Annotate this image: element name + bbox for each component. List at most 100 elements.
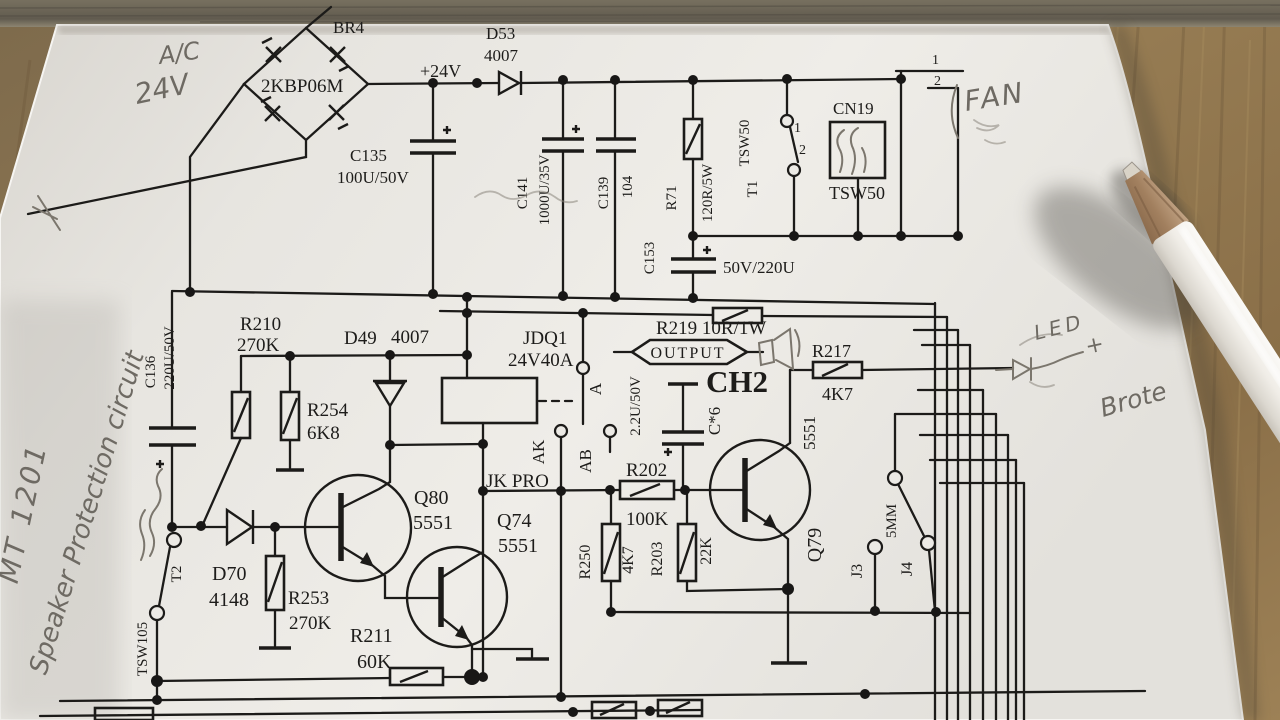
c139-ref: C139: [596, 177, 612, 210]
pencil-wood-cone: [1125, 169, 1189, 245]
c136-value: 220U/50V: [162, 326, 178, 390]
capacitor-c139: C139 104: [596, 137, 636, 210]
resistor-r219: R219 10R/1W: [656, 306, 766, 339]
c135-ref: C135: [350, 146, 387, 165]
d53-ref: D53: [486, 24, 515, 43]
c135-value: 100U/50V: [337, 168, 410, 187]
smudge-under-bridge: [474, 190, 578, 204]
r217-value: 4K7: [822, 384, 853, 404]
d49-part: 4007: [391, 327, 429, 348]
contact-ak-label: AK: [529, 439, 548, 464]
q74-ref: Q74: [497, 510, 531, 532]
r202-value: 100K: [626, 509, 669, 530]
r250-value: 4K7: [620, 546, 637, 574]
t2-part: TSW105: [135, 622, 151, 676]
capacitor-c135: C135 100U/50V: [337, 126, 456, 187]
resistor-r250: R250 4K7: [577, 522, 637, 583]
d70-part: 4148: [209, 589, 249, 611]
capacitor-c153: C153 50V/220U: [642, 242, 795, 277]
transistor-q74: Q74 5551: [405, 510, 549, 679]
d49-ref: D49: [344, 328, 377, 349]
q74-part: 5551: [498, 535, 538, 557]
r71-ref: R71: [664, 185, 680, 210]
diode-d49: D49 4007: [344, 327, 429, 409]
led-plus-note: +: [1083, 332, 1106, 360]
bottom-edge-components: [93, 698, 704, 720]
ch2-label: CH2: [706, 364, 768, 399]
output-flag: OUTPUT: [629, 338, 750, 366]
jk-pro-label: JK PRO: [486, 471, 549, 492]
t1-ref: T1: [745, 181, 761, 198]
c141-value: 1000U/35V: [537, 154, 553, 225]
resistor-r71: R71 120R/5W: [664, 117, 716, 222]
pencil-slash-marks: [32, 195, 61, 231]
br4-ref: BR4: [333, 18, 365, 37]
speaker-doodle: [757, 327, 801, 371]
fan-pin1: 1: [932, 53, 939, 68]
r202-ref: R202: [626, 460, 667, 481]
r71-value: 120R/5W: [700, 163, 716, 222]
q80-ref: Q80: [414, 487, 448, 509]
r210-ref: R210: [240, 314, 281, 335]
pencil-body: [1153, 221, 1280, 484]
r203-ref: R203: [649, 542, 666, 577]
q79-ref: Q79: [804, 528, 826, 562]
ac-note: A/C: [155, 36, 202, 70]
diode-d53: D53 4007: [484, 24, 523, 97]
j4-value: 5MM: [884, 504, 900, 538]
c153-value: 50V/220U: [723, 258, 795, 277]
cn19-part: TSW50: [829, 183, 885, 203]
connector-cn19: CN19 TSW50: [828, 99, 887, 203]
paper-sheet: [0, 24, 1260, 720]
r203-value: 22K: [698, 537, 715, 565]
t1-pin2: 2: [799, 143, 806, 158]
r254-ref: R254: [307, 400, 349, 421]
r253-ref: R253: [288, 588, 329, 609]
c136-ref: C136: [143, 355, 159, 388]
br4-part: 2KBP06M: [261, 76, 343, 97]
jumper-j4: J4 5MM: [884, 469, 937, 576]
fan-connector-pins: 1 2: [932, 53, 941, 89]
switch-t2: T2 TSW105: [135, 531, 185, 676]
resistor-r203: R203 22K: [649, 522, 715, 583]
r211-value: 60K: [357, 651, 392, 673]
d70-ref: D70: [212, 563, 246, 585]
script-scribble: [139, 468, 163, 561]
c139-value: 104: [620, 175, 636, 198]
contact-a-label: A: [586, 382, 605, 395]
r254-value: 6K8: [307, 423, 340, 444]
resistor-r210: R210 270K: [230, 314, 281, 440]
cn19-ref: CN19: [833, 99, 874, 118]
j3-ref: J3: [849, 564, 866, 578]
resistor-r211: R211 60K: [350, 625, 445, 687]
c6-value: 2.2U/50V: [628, 376, 644, 436]
r211-ref: R211: [350, 625, 393, 647]
q79-part: 5551: [800, 416, 819, 450]
contact-ab-label: AB: [576, 449, 595, 473]
diode-d70: D70 4148: [209, 507, 255, 611]
fan-bracket-mark: [950, 84, 959, 139]
c153-ref: C153: [642, 242, 658, 275]
fan-pin2: 2: [934, 74, 941, 89]
t1-part: TSW50: [737, 120, 753, 167]
resistor-r217: R217 4K7: [811, 341, 864, 404]
j4-ref: J4: [899, 562, 916, 576]
transistor-q79: 5551 Q79: [708, 416, 826, 665]
r217-ref: R217: [812, 341, 851, 361]
relay-jdq1: JDQ1 24V40A A AK AB: [440, 328, 618, 473]
r219-label: R219 10R/1W: [656, 318, 766, 339]
resistor-r253: R253 270K: [264, 554, 332, 634]
pencil: [1034, 161, 1280, 484]
r210-value: 270K: [237, 335, 280, 356]
junction-dots: [151, 74, 963, 717]
t2-ref: T2: [169, 566, 185, 583]
rail-24v-label: +24V: [420, 61, 461, 81]
bridge-rectifier-br4: BR4 2KBP06M: [260, 18, 365, 131]
output-label: OUTPUT: [650, 345, 725, 362]
capacitor-c6: 2.2U/50V C*6: [628, 376, 724, 456]
wood-strip-top: [0, 0, 1280, 27]
r253-value: 270K: [289, 613, 332, 634]
circuit-wires: [26, 5, 1147, 720]
pencil-shadow: [1034, 186, 1202, 330]
d53-part: 4007: [484, 46, 519, 65]
